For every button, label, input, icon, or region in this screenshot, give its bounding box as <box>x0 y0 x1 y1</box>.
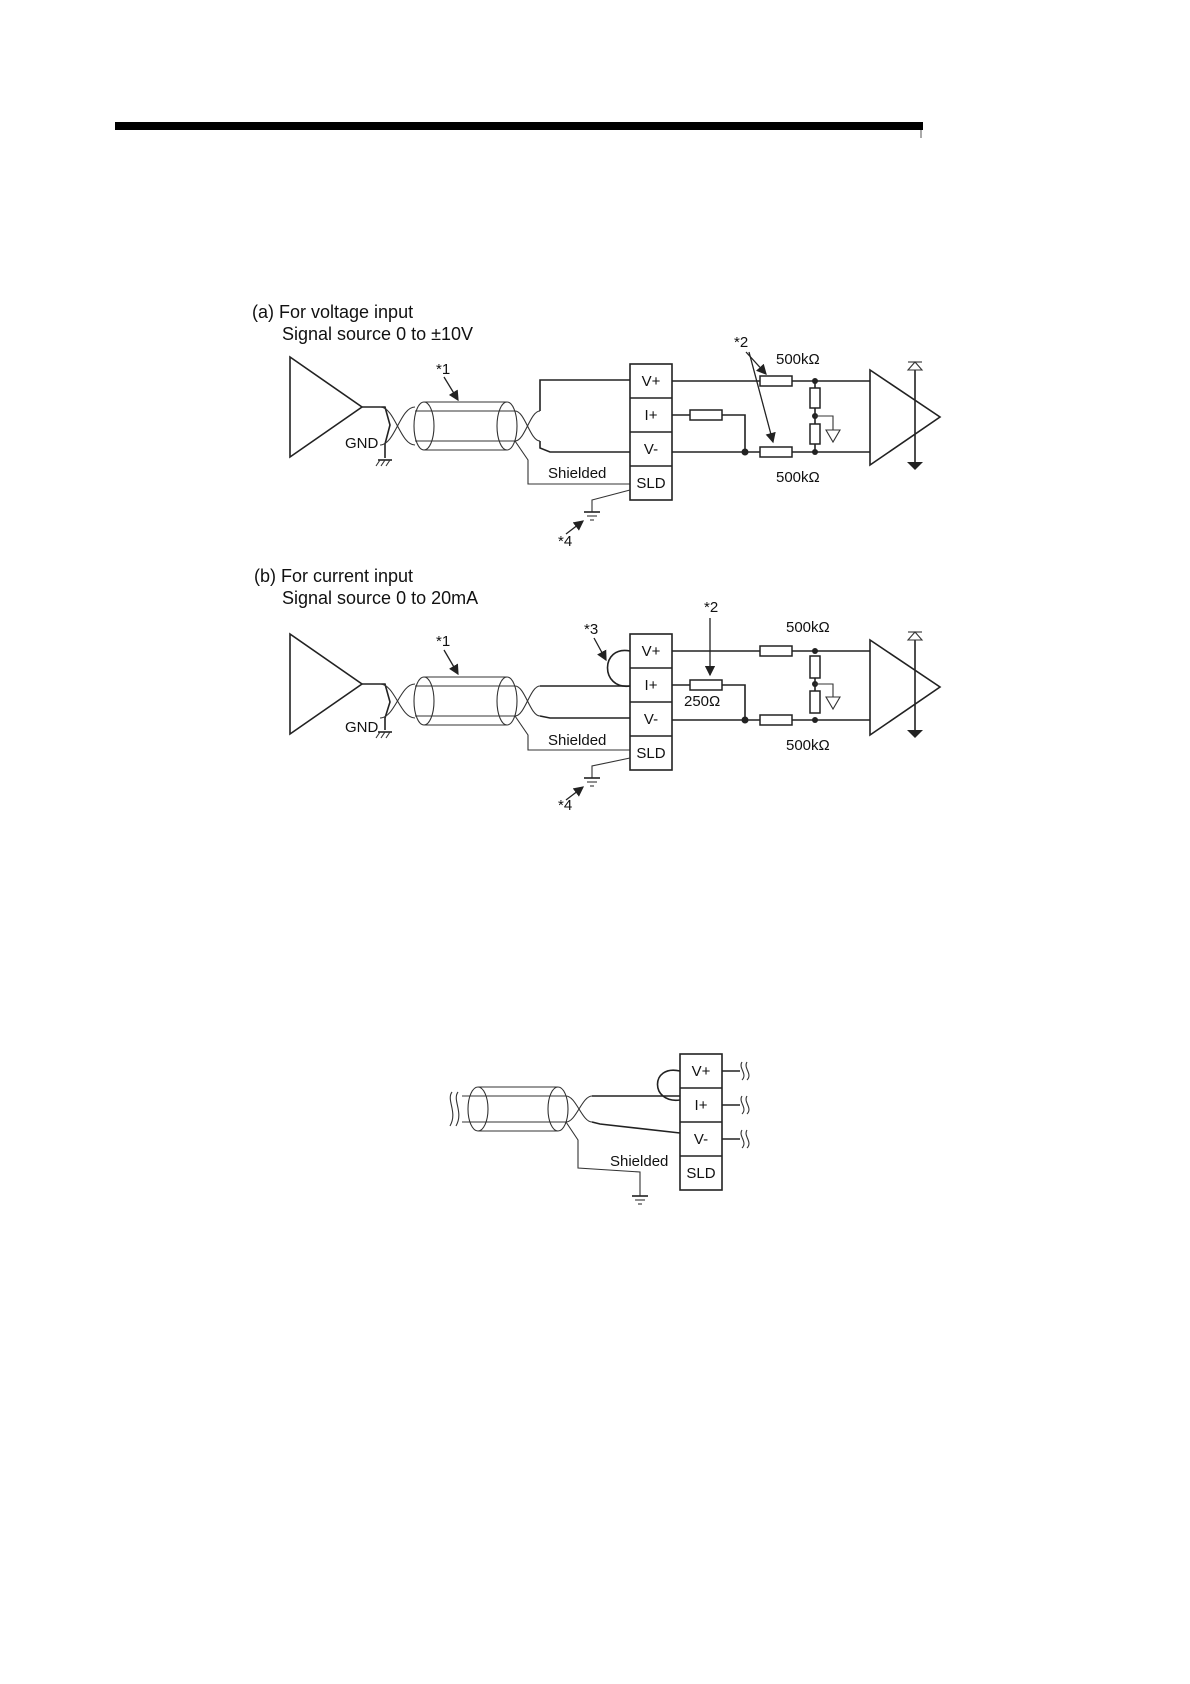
ground-icon <box>584 512 600 520</box>
terminal-sld: SLD <box>636 745 665 762</box>
chassis-ground-icon <box>376 460 392 466</box>
terminal-vminus: V- <box>694 1131 708 1148</box>
terminal-vminus: V- <box>644 441 658 458</box>
terminal-vminus: V- <box>644 711 658 728</box>
res-top-label: 500kΩ <box>786 619 830 636</box>
note-star4: *4 <box>558 797 572 814</box>
resistor-iplus <box>690 410 722 420</box>
terminal-sld: SLD <box>686 1165 715 1182</box>
diagram-b-subtitle: Signal source 0 to 20mA <box>282 588 478 608</box>
gnd-wire <box>380 407 390 458</box>
signal-ground-icon <box>826 697 840 709</box>
shielded-label: Shielded <box>610 1153 668 1170</box>
signal-ground-icon <box>826 430 840 442</box>
wire-break-icons <box>741 1062 749 1148</box>
amplifier-symbol <box>870 370 940 465</box>
wire-vminus <box>540 441 630 452</box>
res-top-label: 500kΩ <box>776 351 820 368</box>
shielded-twisted-pair-cable <box>462 1087 592 1131</box>
gnd-label: GND <box>345 719 379 736</box>
terminal-sld: SLD <box>636 475 665 492</box>
resistor-250 <box>690 680 722 690</box>
diagram-current-input: (b) For current input Signal source 0 to… <box>254 566 940 814</box>
terminal-iplus: I+ <box>695 1097 708 1114</box>
terminal-iplus: I+ <box>645 677 658 694</box>
jumper-wire <box>608 650 631 686</box>
terminal-vplus: V+ <box>642 643 661 660</box>
note-star4: *4 <box>558 533 572 550</box>
res-bottom-label: 500kΩ <box>786 737 830 754</box>
amplifier-symbol <box>870 640 940 735</box>
shielded-label: Shielded <box>548 732 606 749</box>
diagram-b-title: (b) For current input <box>254 566 413 586</box>
terminal-vplus: V+ <box>642 373 661 390</box>
res-bottom-label: 500kΩ <box>776 469 820 486</box>
diagram-jumper-wiring: Shielded V+ I+ V- SLD <box>450 1054 749 1204</box>
wire-vplus <box>540 380 630 411</box>
note-star2: *2 <box>704 599 718 616</box>
note-star3: *3 <box>584 621 598 638</box>
ground-icon <box>632 1196 648 1204</box>
chassis-ground-icon <box>376 732 392 738</box>
diagram-voltage-input: (a) For voltage input Signal source 0 to… <box>252 302 940 550</box>
diagram-a-title: (a) For voltage input <box>252 302 413 322</box>
note-star1: *1 <box>436 361 450 378</box>
res-250-label: 250Ω <box>684 693 720 710</box>
terminal-iplus: I+ <box>645 407 658 424</box>
resistor-vminus <box>760 447 792 457</box>
diagram-a-subtitle: Signal source 0 to ±10V <box>282 324 473 344</box>
ground-icon <box>584 778 600 786</box>
header-rule <box>115 122 923 130</box>
note-star1: *1 <box>436 633 450 650</box>
shielded-label: Shielded <box>548 465 606 482</box>
resistor-vplus <box>760 376 792 386</box>
note-star2: *2 <box>734 334 748 351</box>
cable-break-icon <box>450 1092 459 1126</box>
gnd-label: GND <box>345 435 379 452</box>
terminal-vplus: V+ <box>692 1063 711 1080</box>
